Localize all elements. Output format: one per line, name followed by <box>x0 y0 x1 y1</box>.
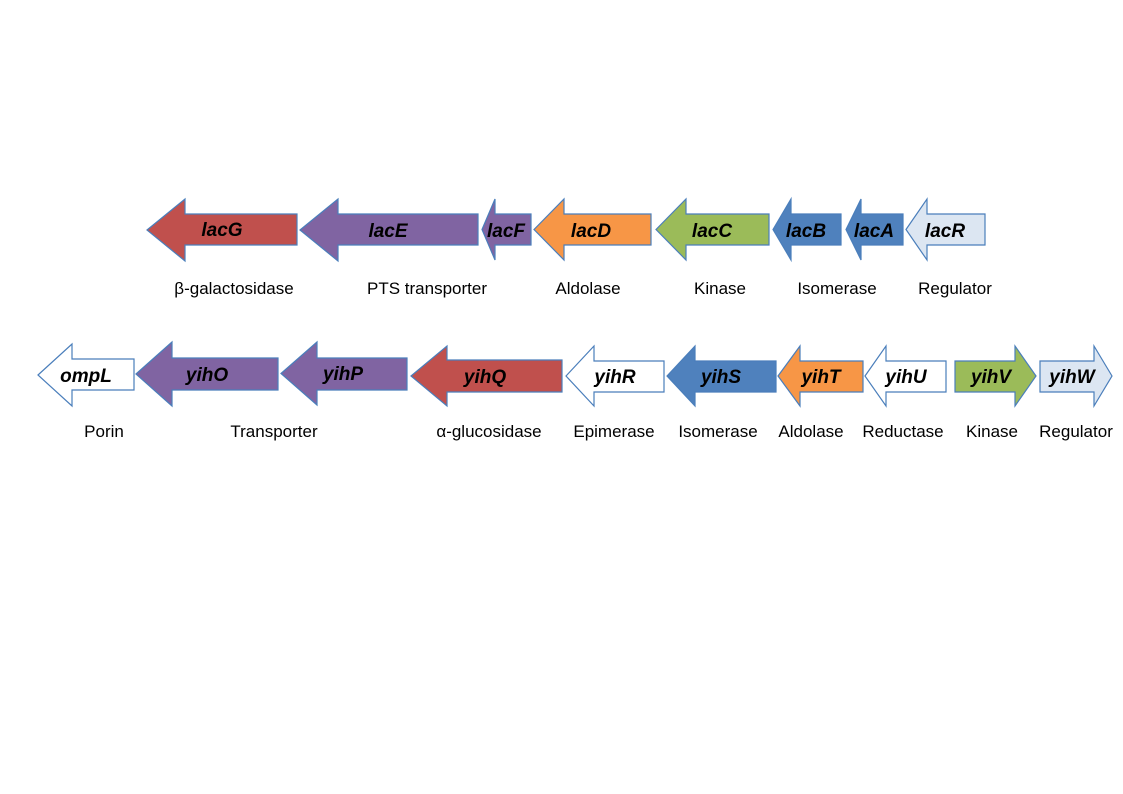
function-label-aldolase: Aldolase <box>555 279 620 298</box>
gene-label-lacE: lacE <box>368 221 408 242</box>
gene-arrow-yihT <box>777 344 864 408</box>
gene-arrow-lacB <box>772 196 842 263</box>
function-label-reductase: Reductase <box>862 422 943 441</box>
function-label-transporter: Transporter <box>230 422 318 441</box>
yih-operon-function-labels: Porin Transporter α-glucosidase Epimeras… <box>84 422 1113 441</box>
gene-label-lacG: lacG <box>201 220 242 241</box>
lac-operon-function-labels: β-galactosidase PTS transporter Aldolase… <box>174 279 992 298</box>
gene-label-yihP: yihP <box>322 364 363 385</box>
gene-label-ompL: ompL <box>60 366 112 387</box>
gene-label-lacB: lacB <box>786 221 826 242</box>
gene-arrow-lacD <box>533 197 652 262</box>
gene-arrow-ompL <box>37 342 135 408</box>
gene-label-lacR: lacR <box>925 221 965 242</box>
gene-label-lacF: lacF <box>487 221 526 242</box>
gene-arrow-lacF <box>481 198 532 261</box>
gene-arrows <box>37 196 1113 409</box>
function-label-porin: Porin <box>84 422 124 441</box>
gene-arrow-yihS <box>666 344 777 408</box>
gene-arrow-yihQ <box>410 344 563 408</box>
gene-arrow-yihU <box>864 344 947 408</box>
function-label-aldolase: Aldolase <box>778 422 843 441</box>
gene-label-yihU: yihU <box>884 367 927 388</box>
gene-label-lacA: lacA <box>854 221 894 242</box>
gene-arrow-yihR <box>565 344 665 408</box>
lac-operon-gene-labels: lacG lacE lacF lacD lacC lacB lacA lacR <box>201 220 965 242</box>
gene-label-yihW: yihW <box>1048 367 1096 388</box>
gene-label-yihV: yihV <box>970 367 1012 388</box>
gene-arrow-yihW <box>1039 343 1113 409</box>
gene-arrow-lacA <box>845 198 904 261</box>
gene-label-yihQ: yihQ <box>463 367 506 388</box>
gene-arrow-yihV <box>954 344 1037 408</box>
function-label-kinase: Kinase <box>694 279 746 298</box>
function-label-regulator: Regulator <box>918 279 992 298</box>
function-label-pts-transporter: PTS transporter <box>367 279 487 298</box>
gene-label-yihO: yihO <box>185 365 228 386</box>
function-label-isomerase: Isomerase <box>797 279 876 298</box>
function-label-beta-galactosidase: β-galactosidase <box>174 279 293 298</box>
function-label-kinase: Kinase <box>966 422 1018 441</box>
gene-label-yihR: yihR <box>593 367 635 388</box>
function-label-epimerase: Epimerase <box>573 422 654 441</box>
gene-arrow-lacC <box>655 197 770 262</box>
gene-label-yihT: yihT <box>800 367 841 388</box>
gene-arrow-lacG <box>146 197 298 263</box>
gene-arrow-yihO <box>135 340 279 408</box>
function-label-regulator: Regulator <box>1039 422 1113 441</box>
gene-arrow-lacR <box>905 197 986 262</box>
gene-label-yihS: yihS <box>700 367 741 388</box>
gene-label-lacD: lacD <box>571 221 611 242</box>
gene-label-lacC: lacC <box>692 221 732 242</box>
yih-operon-gene-labels: ompL yihO yihP yihQ yihR yihS yihT yihU … <box>60 364 1097 388</box>
gene-arrow-lacE <box>299 197 479 263</box>
gene-arrow-yihP <box>280 340 408 407</box>
function-label-alpha-glucosidase: α-glucosidase <box>436 422 541 441</box>
function-label-isomerase: Isomerase <box>678 422 757 441</box>
